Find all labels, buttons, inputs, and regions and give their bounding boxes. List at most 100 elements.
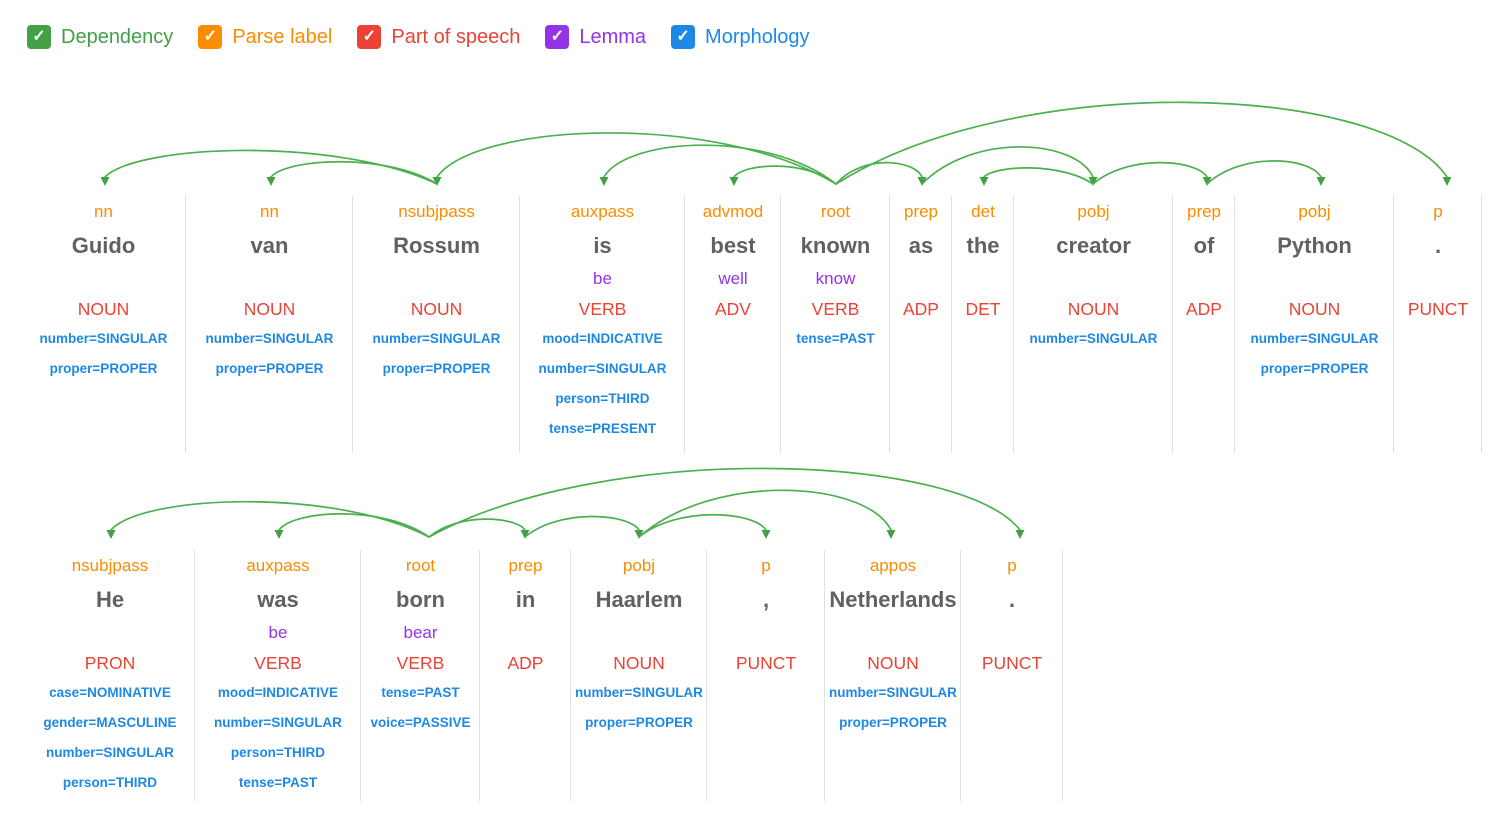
token-word: is [593, 233, 612, 258]
part-of-speech: VERB [578, 299, 627, 319]
checkbox-checked-icon[interactable]: ✓ [545, 25, 570, 49]
morphology-feature: proper=PROPER [839, 715, 947, 730]
arrowhead-icon [599, 177, 609, 186]
token-lemma [481, 618, 570, 648]
toggle-morphology[interactable]: ✓Morphology [671, 25, 810, 49]
morphology-feature: gender=MASCULINE [43, 715, 177, 730]
morphology-feature: proper=PROPER [49, 361, 158, 376]
morphology-feature: number=SINGULAR [214, 715, 342, 730]
checkbox-checked-icon[interactable]: ✓ [671, 25, 696, 49]
morphology-feature: voice=PASSIVE [370, 715, 471, 730]
token-comma[interactable]: p,PUNCT [708, 550, 825, 801]
dependency-arc [921, 146, 1094, 185]
parse-label: p [1433, 202, 1443, 221]
dependency-arc [110, 500, 430, 538]
part-of-speech: VERB [396, 653, 445, 673]
dependency-arc [278, 513, 430, 538]
token-word: He [95, 587, 125, 612]
dependency-arcs [106, 467, 1025, 539]
arrowhead-icon [634, 530, 644, 539]
part-of-speech: PUNCT [981, 653, 1043, 673]
arrowhead-icon [761, 530, 771, 539]
part-of-speech: NOUN [77, 299, 130, 319]
checkbox-checked-icon[interactable]: ✓ [27, 25, 51, 49]
arrowhead-icon [106, 530, 116, 539]
toggle-part-of-speech[interactable]: ✓Part of speech [357, 25, 520, 49]
token-word: Python [1277, 233, 1352, 258]
parse-label: auxpass [246, 556, 310, 575]
part-of-speech: VERB [811, 299, 860, 319]
morphology-feature: mood=INDICATIVE [217, 685, 339, 700]
toggle-dependency[interactable]: ✓Dependency [27, 25, 173, 49]
parse-label: pobj [1298, 202, 1331, 221]
token-lemma [1174, 264, 1234, 294]
morphology-feature: tense=PAST [796, 331, 875, 346]
dependency-arc [638, 513, 767, 538]
part-of-speech: NOUN [1288, 299, 1341, 319]
parse-label: auxpass [570, 202, 635, 221]
dependency-arc [603, 144, 837, 185]
token-lemma [572, 618, 706, 648]
parse-label: nn [94, 202, 113, 221]
arrowhead-icon [886, 530, 896, 539]
checkbox-checked-icon[interactable]: ✓ [357, 25, 382, 49]
morphology-feature: number=SINGULAR [46, 745, 174, 760]
dependency-arc [524, 515, 640, 538]
token-period[interactable]: p.PUNCT [962, 550, 1063, 801]
part-of-speech: PUNCT [735, 653, 797, 673]
morphology-feature: proper=PROPER [1260, 361, 1369, 376]
token-lemma [962, 618, 1062, 648]
dependency-arc [1092, 161, 1208, 185]
toggle-parse-label[interactable]: ✓Parse label [198, 25, 332, 49]
parse-label: pobj [1077, 202, 1110, 221]
morphology-feature: tense=PRESENT [549, 421, 656, 436]
token-lemma [22, 264, 185, 294]
dependency-arc [428, 467, 1021, 538]
arrowhead-icon [432, 177, 442, 186]
parse-label: root [820, 202, 851, 221]
morphology-feature: proper=PROPER [585, 715, 693, 730]
token-period[interactable]: p.PUNCT [1395, 196, 1482, 453]
parse-label: nsubjpass [71, 556, 149, 575]
parse-label: p [1007, 556, 1017, 575]
token-word: known [800, 233, 871, 258]
parse-label: prep [508, 556, 543, 575]
morphology-feature: number=SINGULAR [205, 331, 334, 346]
morphology-feature: person=THIRD [230, 745, 326, 760]
part-of-speech: ADP [1186, 299, 1222, 319]
token-lemma [26, 618, 194, 648]
token-word: best [710, 233, 756, 258]
token-lemma [708, 618, 824, 648]
token-word: was [257, 587, 299, 612]
layer-toggles: ✓Dependency ✓Parse label ✓Part of speech ✓L… [27, 25, 810, 49]
morphology-feature: proper=PROPER [215, 361, 324, 376]
part-of-speech: NOUN [1067, 299, 1120, 319]
parse-label: root [405, 556, 436, 575]
token-word: Netherlands [829, 587, 957, 612]
arrowhead-icon [1442, 177, 1452, 186]
parse-label: pobj [622, 556, 656, 575]
token-word: Guido [71, 233, 136, 258]
morphology-feature: number=SINGULAR [538, 361, 667, 376]
toggle-lemma[interactable]: ✓Lemma [545, 25, 646, 49]
checkbox-checked-icon[interactable]: ✓ [198, 25, 223, 49]
morphology-feature: tense=PAST [381, 685, 460, 700]
token-lemma: bear [403, 623, 438, 642]
